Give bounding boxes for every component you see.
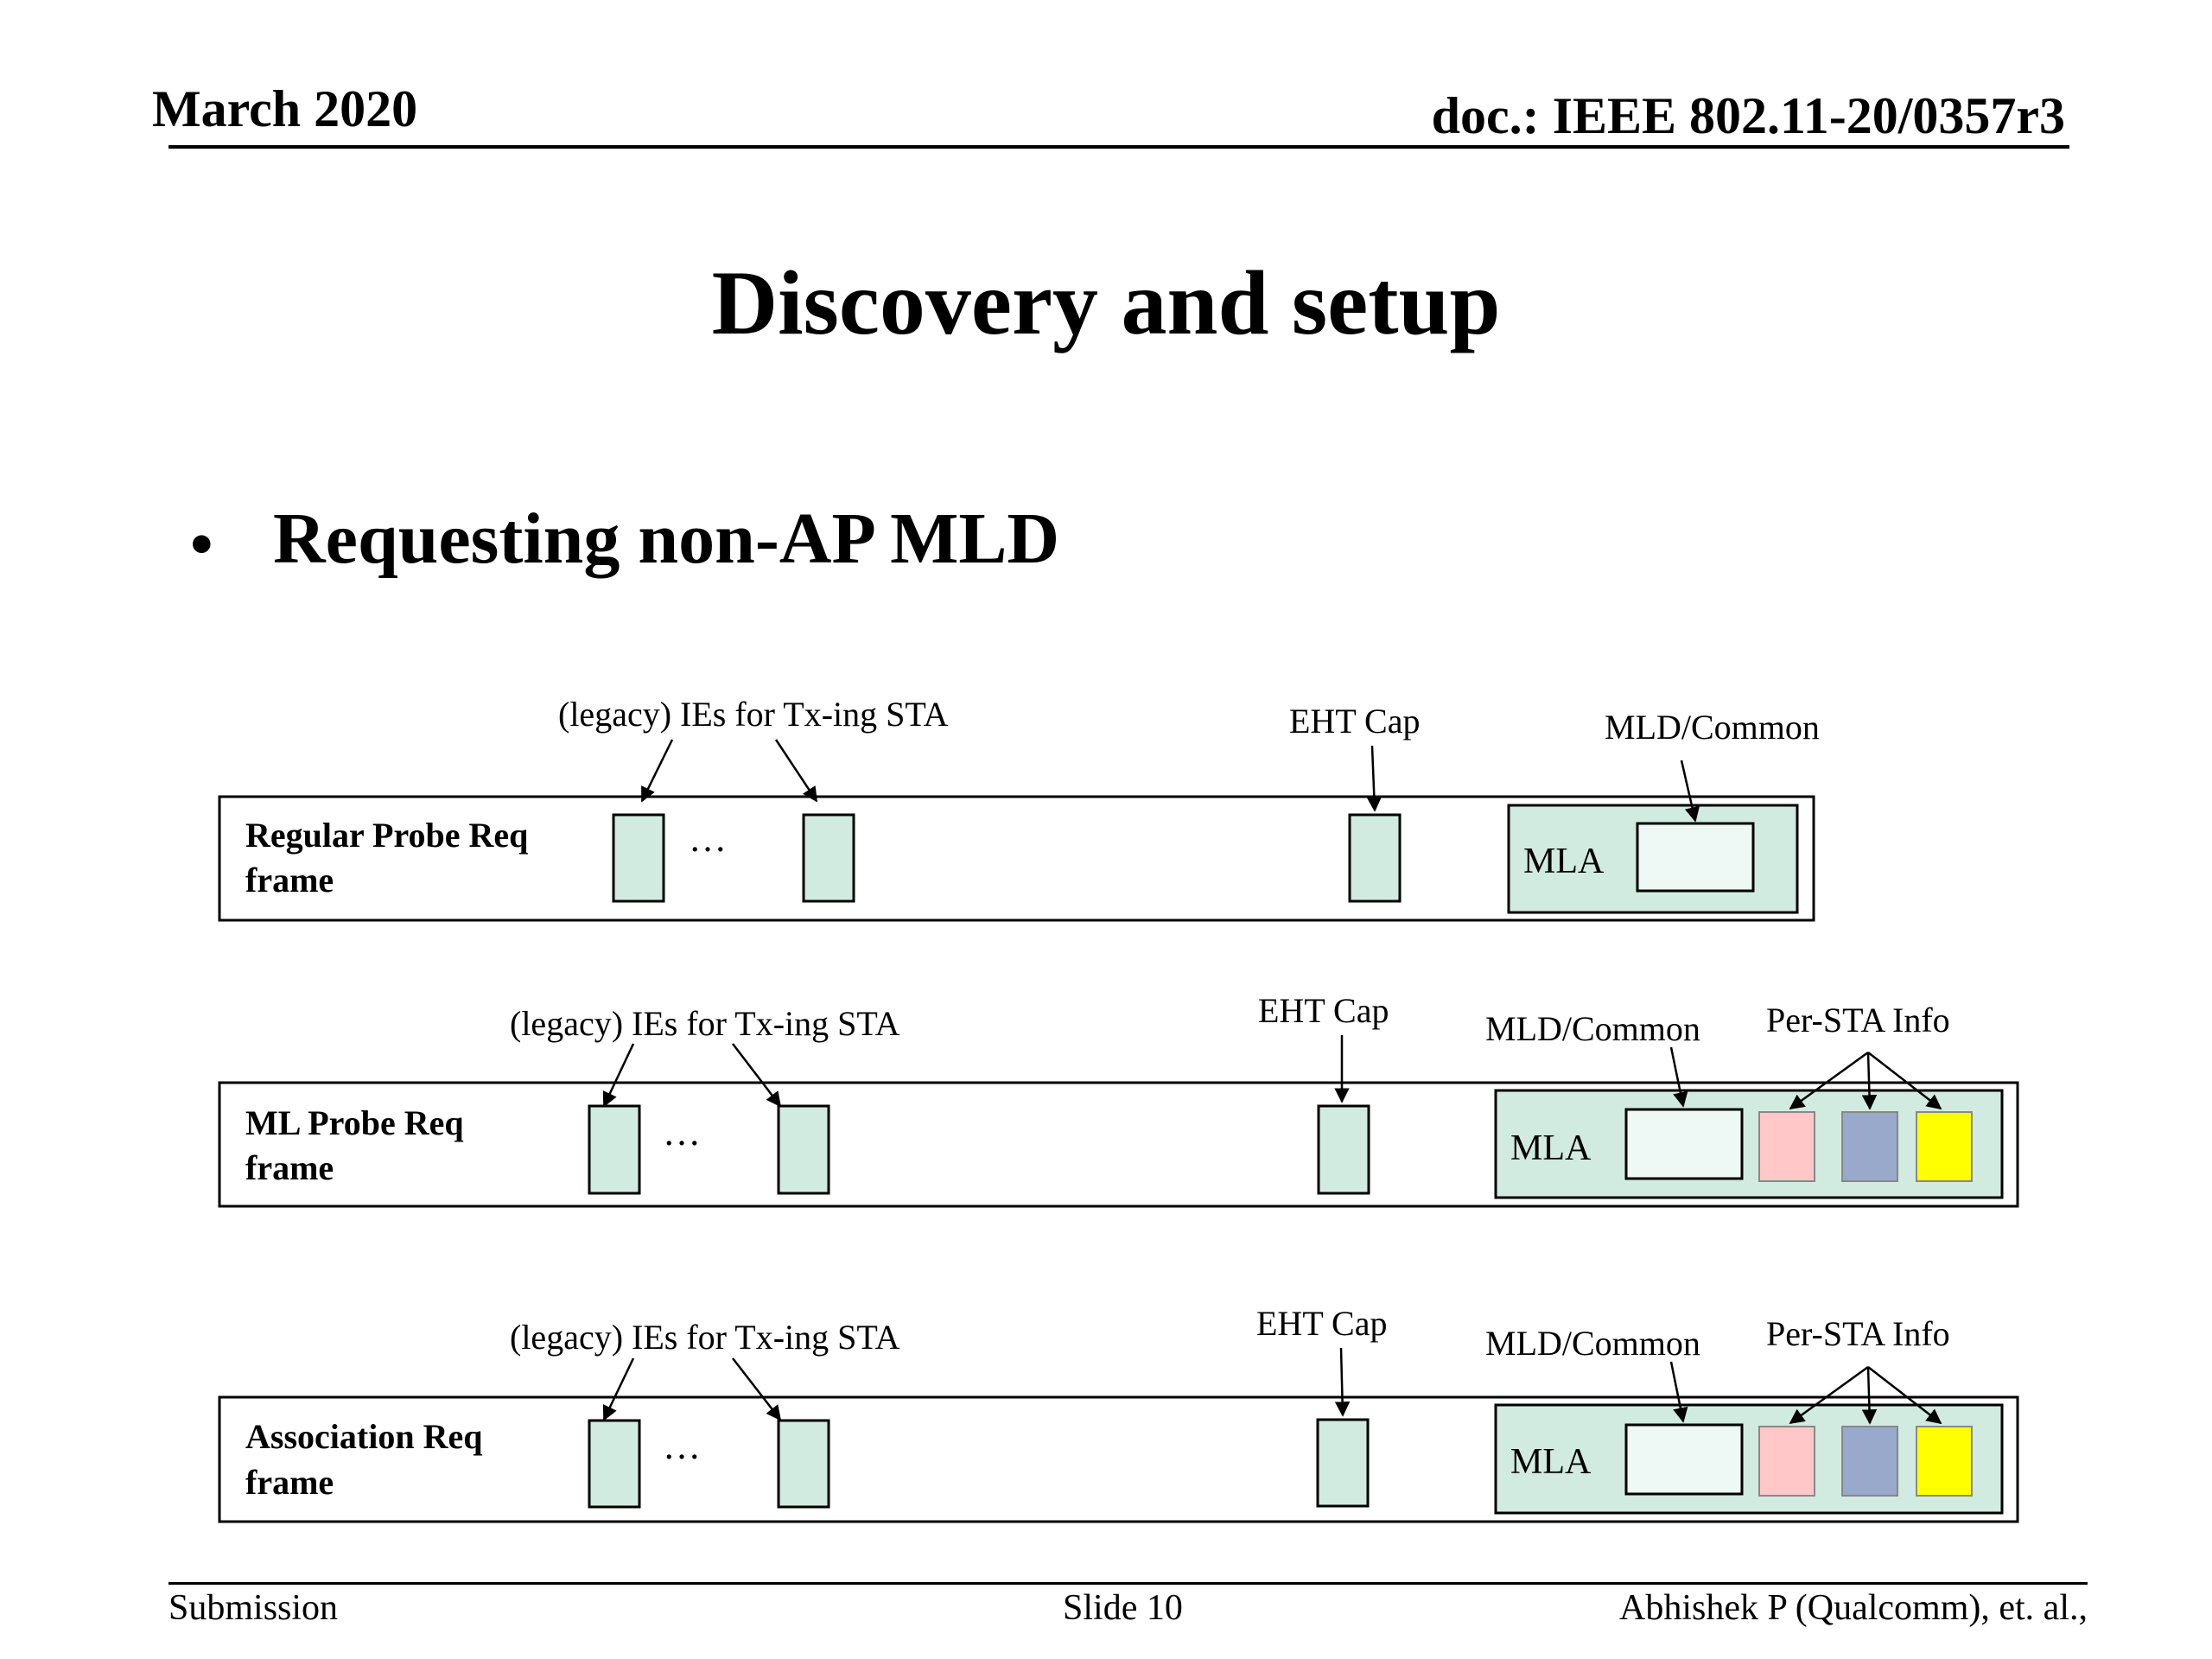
legacy-ie-box-last bbox=[777, 1419, 830, 1509]
arrow-legacy-last bbox=[732, 1357, 782, 1421]
bullet-text: Requesting non-AP MLD bbox=[273, 499, 1060, 579]
arrow-legacy-last bbox=[732, 1043, 782, 1108]
mld-common-box bbox=[1624, 1423, 1744, 1496]
header-date: March 2020 bbox=[152, 80, 418, 137]
legacy-ie-box-last bbox=[802, 813, 855, 903]
arrow-eht-cap bbox=[1334, 1347, 1351, 1417]
per-sta-box-yellow bbox=[1916, 1111, 1973, 1182]
frame-name-line2: frame bbox=[245, 1463, 334, 1502]
arrow-per-sta-yellow bbox=[1867, 1366, 1942, 1425]
arrow-eht-cap bbox=[1366, 745, 1382, 812]
mld-common-box bbox=[1636, 822, 1755, 893]
legacy-ies-label: (legacy) IEs for Tx-ing STA bbox=[510, 1318, 900, 1357]
legacy-ies-label: (legacy) IEs for Tx-ing STA bbox=[558, 695, 949, 734]
arrow-mld-common bbox=[1680, 760, 1700, 823]
legacy-ie-box-first bbox=[588, 1104, 641, 1195]
eht-cap-label: EHT Cap bbox=[1289, 702, 1420, 741]
mld-common-label: MLD/Common bbox=[1485, 1009, 1700, 1048]
frame-association-req: Association Req frame … MLA (legacy) IEs… bbox=[218, 1304, 2019, 1523]
eht-cap-box bbox=[1316, 1418, 1370, 1508]
header-rule bbox=[168, 145, 2069, 149]
eht-cap-box bbox=[1317, 1104, 1370, 1195]
frame-name-line2: frame bbox=[245, 1148, 334, 1187]
per-sta-box-pink bbox=[1758, 1426, 1815, 1497]
per-sta-box-blue bbox=[1841, 1426, 1898, 1497]
legacy-ie-box-first bbox=[588, 1419, 641, 1509]
legacy-ie-box-last bbox=[777, 1104, 830, 1195]
per-sta-box-pink bbox=[1758, 1111, 1815, 1182]
arrow-per-sta-blue bbox=[1861, 1366, 1878, 1425]
ellipsis: … bbox=[689, 817, 727, 860]
footer-author: Abhishek P (Qualcomm), et. al., bbox=[1618, 1588, 2088, 1628]
frame-regular-probe-req: Regular Probe Req frame … MLA (legacy) I… bbox=[218, 695, 1820, 922]
per-sta-box-yellow bbox=[1916, 1426, 1973, 1497]
frame-name-line1: ML Probe Req bbox=[245, 1103, 464, 1142]
bullet-marker: • bbox=[190, 508, 213, 581]
arrow-per-sta-blue bbox=[1861, 1052, 1878, 1110]
arrow-mld-common bbox=[1669, 1361, 1688, 1423]
slide-title: Discovery and setup bbox=[711, 252, 1501, 353]
per-sta-info-label: Per-STA Info bbox=[1766, 1314, 1950, 1353]
arrow-legacy-first bbox=[602, 1043, 635, 1108]
mld-common-box bbox=[1624, 1108, 1744, 1180]
arrow-legacy-last bbox=[774, 739, 818, 803]
footer-slide-number: Slide 10 bbox=[1063, 1588, 1183, 1628]
footer-rule bbox=[168, 1582, 2088, 1585]
eht-cap-label: EHT Cap bbox=[1258, 991, 1389, 1030]
arrow-per-sta-yellow bbox=[1867, 1052, 1942, 1110]
per-sta-info-label: Per-STA Info bbox=[1766, 1001, 1950, 1039]
frame-name-line1: Regular Probe Req bbox=[245, 816, 528, 855]
eht-cap-label: EHT Cap bbox=[1256, 1304, 1387, 1343]
frame-ml-probe-req: ML Probe Req frame … MLA (legacy) IEs fo… bbox=[218, 991, 2019, 1208]
arrow-per-sta-pink bbox=[1789, 1051, 1869, 1110]
per-sta-box-blue bbox=[1841, 1111, 1898, 1182]
mla-label: MLA bbox=[1510, 1442, 1592, 1482]
legacy-ies-label: (legacy) IEs for Tx-ing STA bbox=[510, 1004, 900, 1043]
eht-cap-box bbox=[1348, 813, 1402, 903]
ellipsis: … bbox=[663, 1425, 701, 1467]
mld-common-label: MLD/Common bbox=[1485, 1324, 1700, 1363]
mla-label: MLA bbox=[1510, 1128, 1592, 1168]
legacy-ie-box-first bbox=[612, 813, 665, 903]
arrow-legacy-first bbox=[640, 739, 674, 803]
mla-label: MLA bbox=[1523, 842, 1605, 881]
frame-name-line1: Association Req bbox=[245, 1417, 482, 1456]
arrow-mld-common bbox=[1669, 1046, 1688, 1108]
arrow-legacy-first bbox=[602, 1357, 635, 1421]
footer-submission: Submission bbox=[168, 1588, 339, 1628]
mld-common-label: MLD/Common bbox=[1605, 708, 1820, 747]
header-doc-id: doc.: IEEE 802.11-20/0357r3 bbox=[1431, 87, 2065, 144]
ellipsis: … bbox=[663, 1111, 701, 1154]
frame-name-line2: frame bbox=[245, 861, 334, 899]
arrow-per-sta-pink bbox=[1789, 1365, 1869, 1425]
